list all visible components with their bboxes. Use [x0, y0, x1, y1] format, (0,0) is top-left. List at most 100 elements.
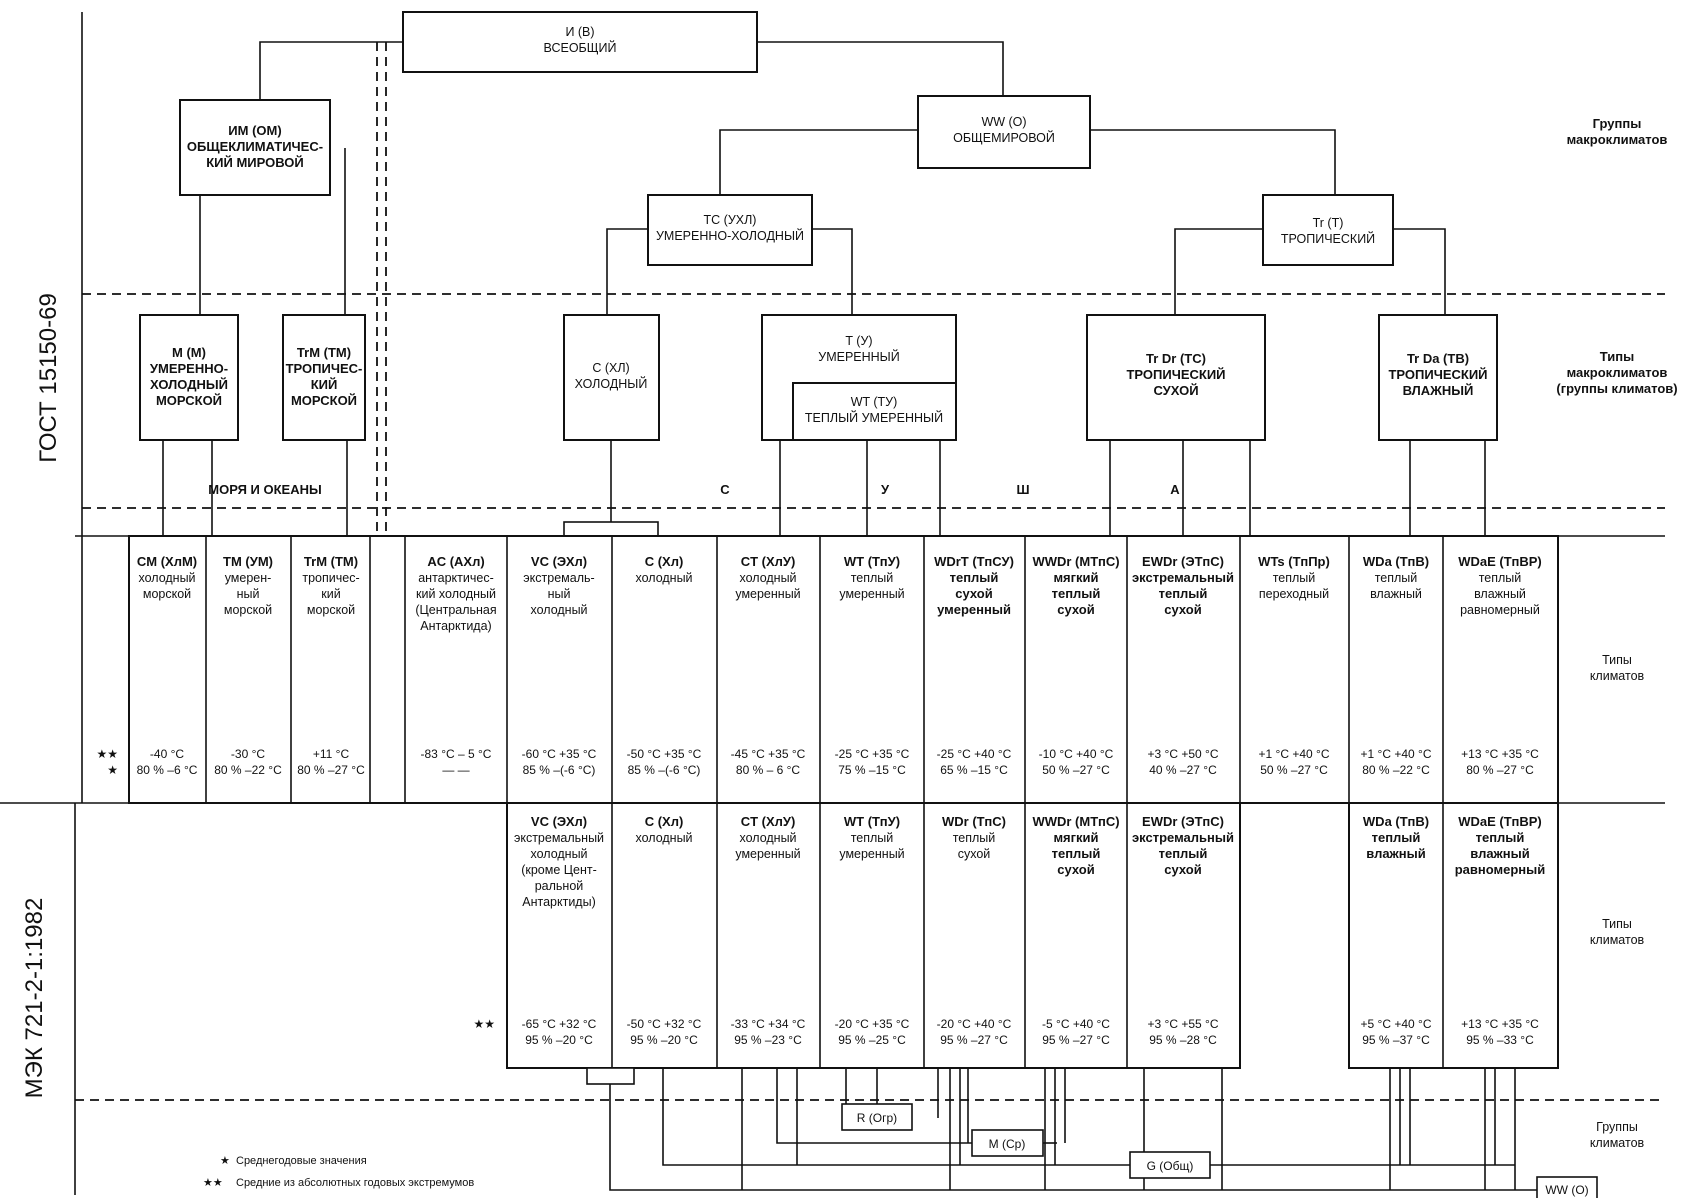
svg-text:80 % –6 °C: 80 % –6 °C [137, 763, 198, 777]
group-connector-lines [586, 1067, 1537, 1191]
svg-text:климатов: климатов [1590, 1136, 1645, 1150]
gost-col-wts: WTs (ТпПр) теплый переходный +1 °C +40 °… [1258, 554, 1330, 777]
svg-text:CT (ХлУ): CT (ХлУ) [741, 554, 796, 569]
svg-text:ТРОПИЧЕС-: ТРОПИЧЕС- [286, 361, 363, 376]
svg-text:теплый: теплый [851, 571, 894, 585]
svg-text:морской: морской [307, 603, 355, 617]
macro-node-trda: Tr Da (TB) ТРОПИЧЕСКИЙ ВЛАЖНЫЙ [1378, 314, 1498, 441]
svg-text:экстремальный: экстремальный [1132, 570, 1234, 585]
group-ww: WW (O) [1536, 1176, 1598, 1198]
svg-text:климатов: климатов [1590, 933, 1645, 947]
gost-col-wdae: WDaE (ТпВР) теплый влажный равномерный +… [1458, 554, 1542, 777]
svg-text:WWDr (МТпС): WWDr (МТпС) [1032, 554, 1119, 569]
svg-text:WT (ТпУ): WT (ТпУ) [844, 814, 900, 829]
gost-col-tm: TM (УМ) умерен- ный морской -30 °C 80 % … [214, 554, 282, 777]
svg-text:ИМ (ОМ): ИМ (ОМ) [228, 123, 281, 138]
svg-text:+5 °C +40 °C: +5 °C +40 °C [1361, 1017, 1432, 1031]
svg-text:85 % –(-6 °C): 85 % –(-6 °C) [523, 763, 596, 777]
svg-text:-33 °C +34 °C: -33 °C +34 °C [731, 1017, 806, 1031]
iec-col-wt: WT (ТпУ) теплый умеренный -20 °C +35 °C … [835, 814, 910, 1047]
svg-text:WDrT (ТпСУ): WDrT (ТпСУ) [934, 554, 1014, 569]
gost-col-cm: CM (ХлМ) холодный морской -40 °C 80 % –6… [137, 554, 198, 777]
svg-text:+11 °C: +11 °C [313, 747, 350, 761]
svg-text:-20 °C +35 °C: -20 °C +35 °C [835, 1017, 910, 1031]
gost-col-ct: CT (ХлУ) холодный умеренный -45 °C +35 °… [731, 554, 806, 777]
world-node: WW (O) ОБЩЕМИРОВОЙ [917, 95, 1091, 169]
svg-text:75 % –15 °C: 75 % –15 °C [838, 763, 906, 777]
right-label-macro-groups: Группы макроклиматов [1567, 116, 1668, 147]
legend-double-star: ★★ [203, 1177, 223, 1189]
svg-text:СУХОЙ: СУХОЙ [1153, 383, 1198, 398]
iec-col-ewdr: EWDr (ЭТпС) экстремальный теплый сухой +… [1132, 814, 1234, 1047]
svg-text:теплый: теплый [950, 570, 999, 585]
svg-text:теплый: теплый [1476, 830, 1525, 845]
svg-text:ХОЛОДНЫЙ: ХОЛОДНЫЙ [150, 377, 228, 392]
universal-node: И (В) ВСЕОБЩИЙ [402, 11, 758, 73]
svg-text:CT (ХлУ): CT (ХлУ) [741, 814, 796, 829]
right-label-climate-types-gost: Типы климатов [1590, 653, 1645, 683]
iec-col-wda: WDa (ТпВ) теплый влажный +5 °C +40 °C 95… [1361, 814, 1432, 1047]
legend-single-text: Среднегодовые значения [236, 1155, 367, 1167]
svg-text:Группы: Группы [1596, 1120, 1638, 1134]
svg-text:ВСЕОБЩИЙ: ВСЕОБЩИЙ [544, 40, 617, 55]
svg-text:EWDr (ЭТпС): EWDr (ЭТпС) [1142, 554, 1224, 569]
svg-text:Антарктида): Антарктида) [420, 619, 491, 633]
svg-text:равномерный: равномерный [1455, 862, 1546, 877]
svg-text:TM (УМ): TM (УМ) [223, 554, 273, 569]
svg-text:WDaE (ТпВР): WDaE (ТпВР) [1458, 554, 1542, 569]
region-label-u: У [881, 482, 890, 497]
iec-col-c: C (Хл) холодный -50 °C +32 °C 95 % –20 °… [627, 814, 702, 1047]
svg-text:влажный: влажный [1474, 587, 1526, 601]
svg-text:ОБЩЕКЛИМАТИЧЕС-: ОБЩЕКЛИМАТИЧЕС- [187, 139, 323, 154]
legend-double-text: Средние из абсолютных годовых экстремумо… [236, 1177, 474, 1189]
macro-to-type-lines [162, 440, 1486, 537]
gost-col-vc: VC (ЭХл) экстремаль- ный холодный -60 °C… [522, 554, 597, 777]
svg-text:-50 °C +32 °C: -50 °C +32 °C [627, 1017, 702, 1031]
svg-text:+1 °C +40 °C: +1 °C +40 °C [1259, 747, 1330, 761]
svg-text:M (M): M (M) [172, 345, 206, 360]
svg-text:50 % –27 °C: 50 % –27 °C [1260, 763, 1328, 777]
svg-text:КИЙ МИРОВОЙ: КИЙ МИРОВОЙ [206, 155, 304, 170]
svg-text:влажный: влажный [1366, 846, 1425, 861]
svg-text:ральной: ральной [535, 879, 584, 893]
svg-text:теплый: теплый [1479, 571, 1522, 585]
region-label-sh: Ш [1016, 482, 1029, 497]
svg-text:WDa (ТпВ): WDa (ТпВ) [1363, 814, 1429, 829]
macro-node-trm: TrM (TM) ТРОПИЧЕС- КИЙ МОРСКОЙ [282, 314, 366, 441]
svg-text:холодный: холодный [530, 603, 587, 617]
svg-text:теплый: теплый [1372, 830, 1421, 845]
svg-text:экстремальный: экстремальный [514, 831, 604, 845]
svg-text:-30 °C: -30 °C [231, 747, 265, 761]
double-star-marker: ★★ [96, 747, 118, 761]
svg-text:-45 °C +35 °C: -45 °C +35 °C [731, 747, 806, 761]
svg-text:С (ХЛ): С (ХЛ) [592, 361, 629, 375]
region-label-s: С [720, 482, 730, 497]
svg-text:Типы: Типы [1600, 349, 1634, 364]
right-label-climate-types-iec: Типы климатов [1590, 917, 1645, 947]
svg-text:WDa (ТпВ): WDa (ТпВ) [1363, 554, 1429, 569]
svg-text:+13 °C +35 °C: +13 °C +35 °C [1461, 1017, 1539, 1031]
legend: ★ Среднегодовые значения ★★ Средние из а… [203, 1155, 474, 1189]
svg-text:50 % –27 °C: 50 % –27 °C [1042, 763, 1110, 777]
svg-text:95 % –27 °C: 95 % –27 °C [940, 1033, 1008, 1047]
svg-text:+1 °C +40 °C: +1 °C +40 °C [1361, 747, 1432, 761]
region-label-a: А [1170, 482, 1180, 497]
svg-text:ный: ный [548, 587, 571, 601]
macro-node-c: С (ХЛ) ХОЛОДНЫЙ [563, 314, 660, 441]
svg-text:C (Хл): C (Хл) [645, 814, 684, 829]
svg-text:M (Ср): M (Ср) [989, 1137, 1026, 1151]
svg-text:— —: — — [442, 763, 469, 777]
svg-text:ТРОПИЧЕСКИЙ: ТРОПИЧЕСКИЙ [1126, 367, 1225, 382]
group-m: M (Ср) [971, 1129, 1044, 1157]
svg-text:85 % –(-6 °C): 85 % –(-6 °C) [628, 763, 701, 777]
macro-node-trdr: Tr Dr (TC) ТРОПИЧЕСКИЙ СУХОЙ [1086, 314, 1266, 441]
group-r: R (Огр) [841, 1103, 913, 1131]
temperate-cold-node: TC (УХЛ) УМЕРЕННО-ХОЛОДНЫЙ [647, 194, 813, 266]
svg-text:65 % –15 °C: 65 % –15 °C [940, 763, 1008, 777]
svg-text:антарктичес-: антарктичес- [418, 571, 494, 585]
svg-text:+13 °C +35 °C: +13 °C +35 °C [1461, 747, 1539, 761]
svg-text:-40 °C: -40 °C [150, 747, 184, 761]
iec-col-vc: VC (ЭХл) экстремальный холодный (кроме Ц… [514, 814, 604, 1047]
svg-text:теплый: теплый [953, 831, 996, 845]
svg-text:C (Хл): C (Хл) [645, 554, 684, 569]
